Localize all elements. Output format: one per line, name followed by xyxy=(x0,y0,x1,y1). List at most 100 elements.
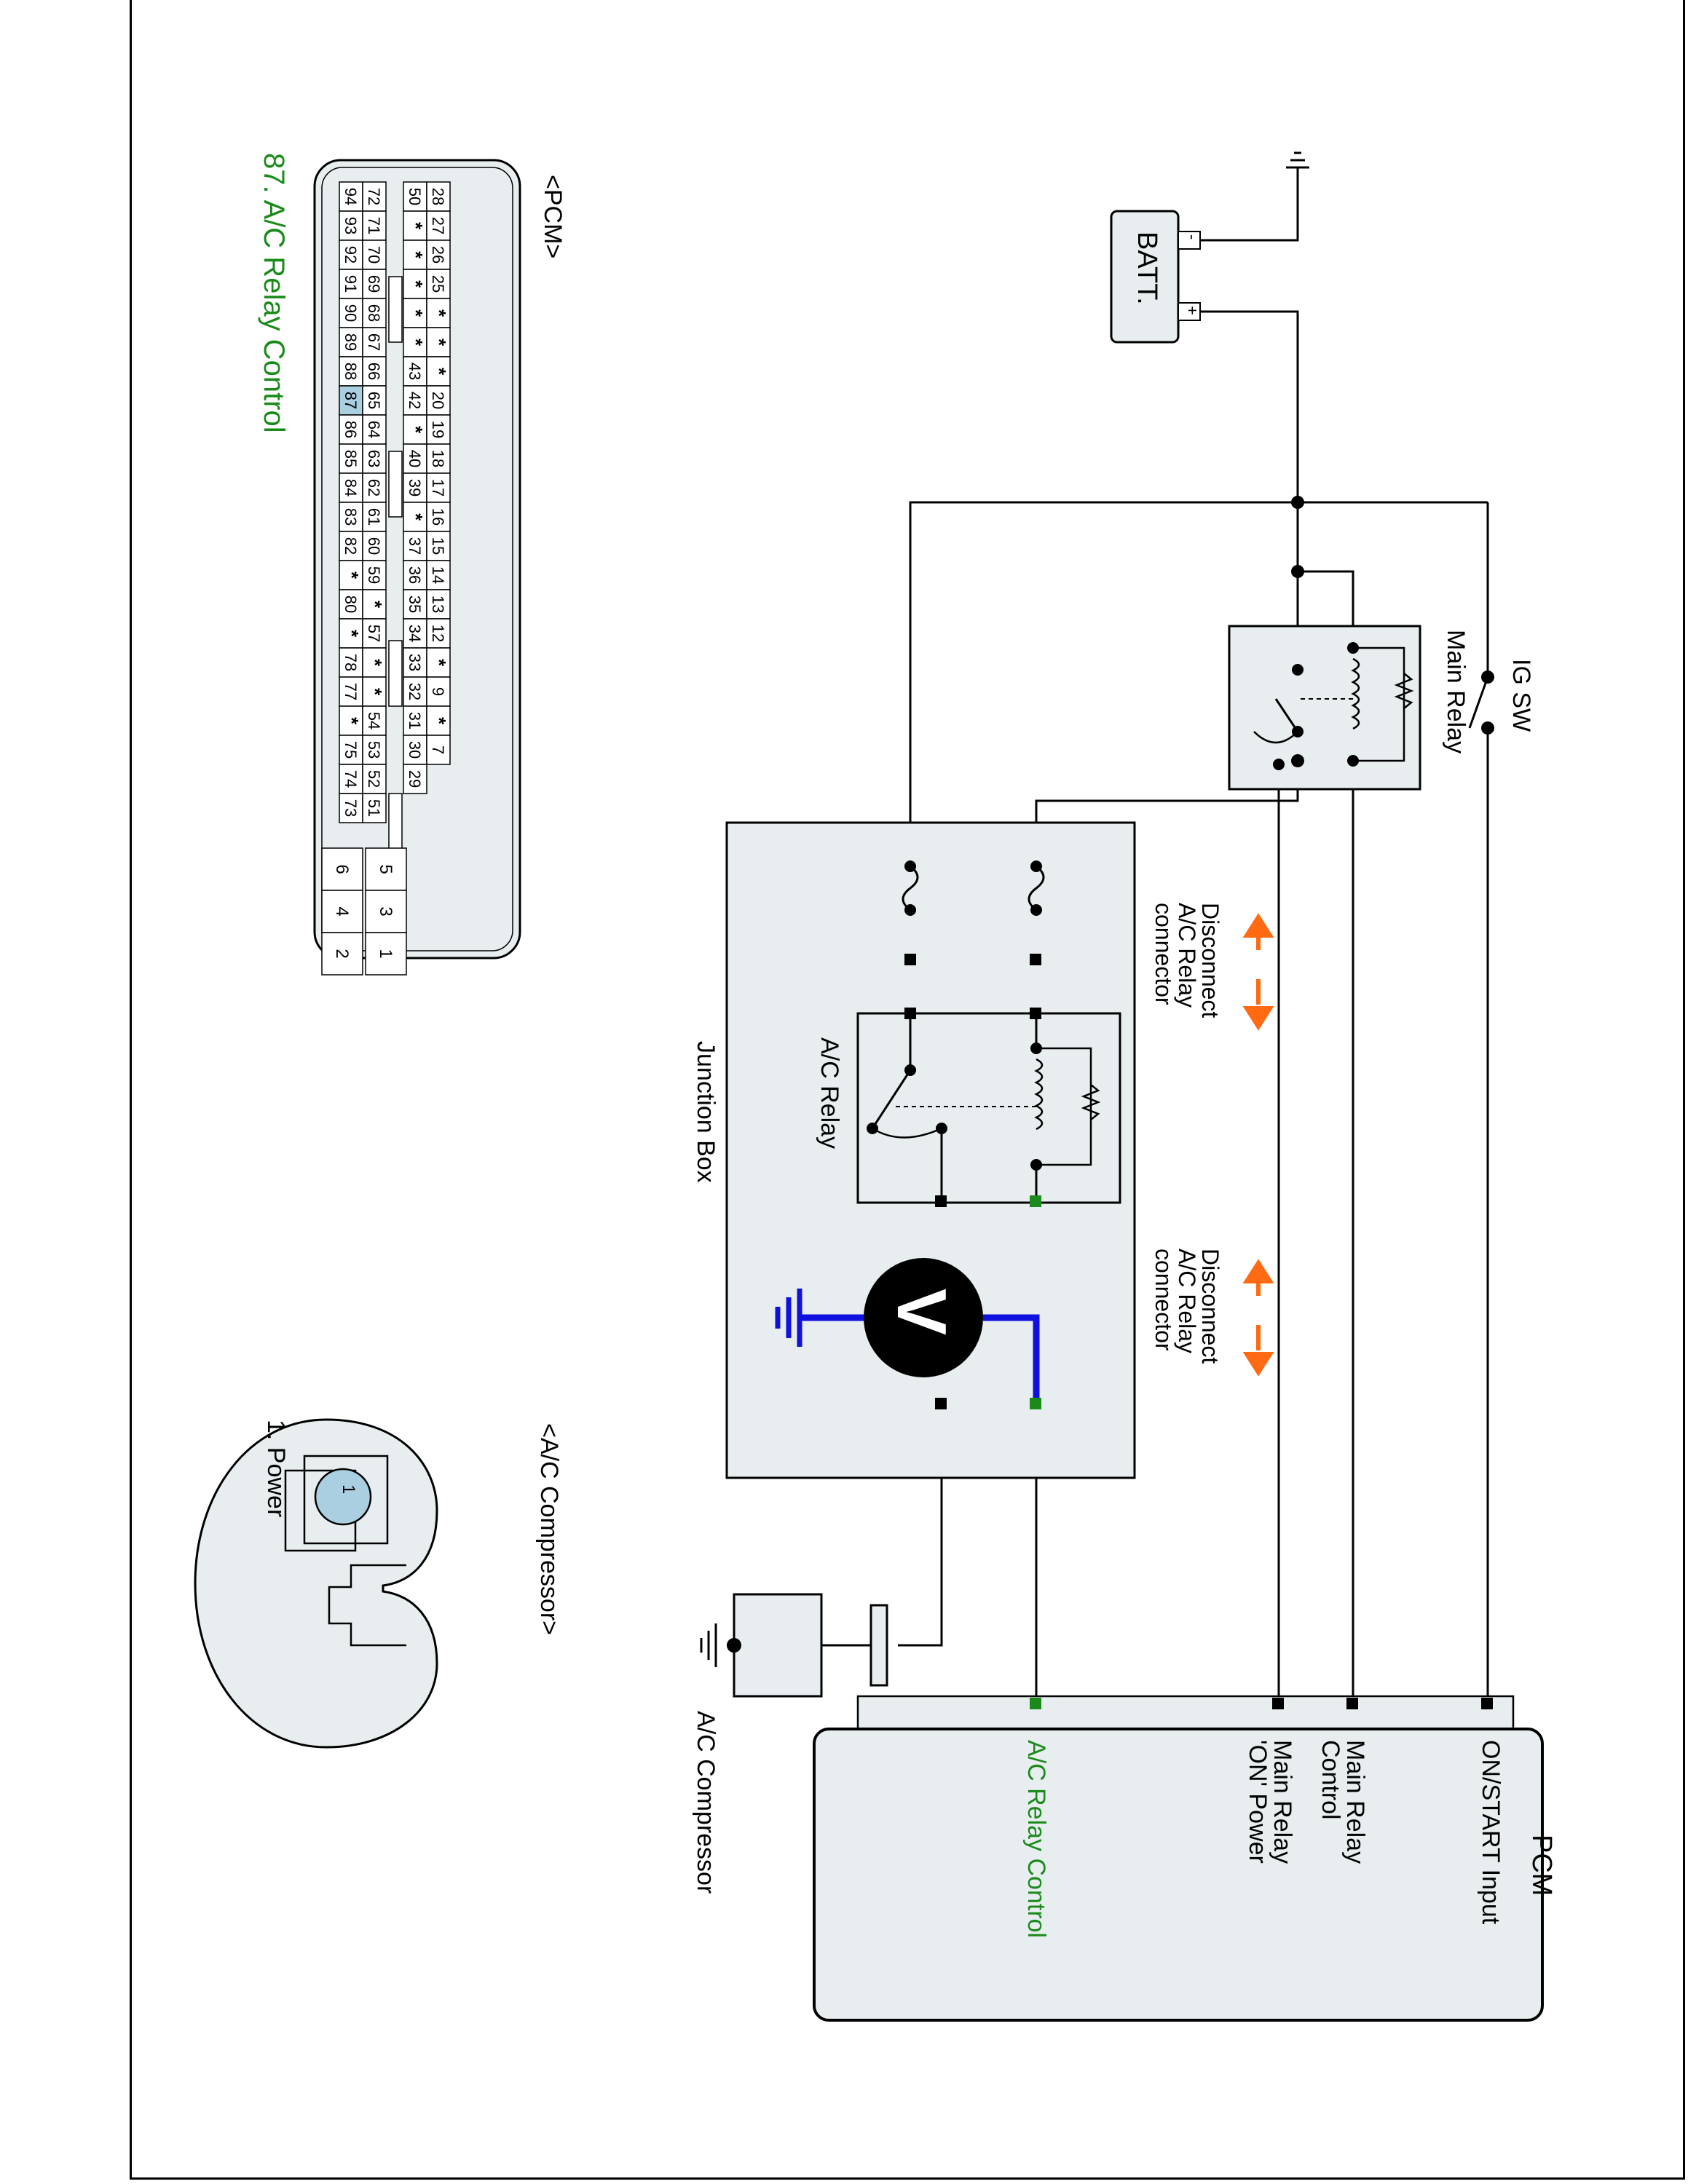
fuse-node xyxy=(1030,904,1042,916)
junction-dot xyxy=(1291,565,1304,578)
pcm-pin-label: * xyxy=(405,426,427,434)
pcm-pin-3-line-1: Main Relay xyxy=(1269,1740,1296,1864)
disconnect-1-line-2: A/C Relay xyxy=(1174,903,1200,1008)
pcm-pin-label: * xyxy=(405,309,427,317)
pcm-pin-label: 39 xyxy=(406,479,424,496)
jb-output-pin xyxy=(935,1398,947,1409)
pcm-pin-label: 7 xyxy=(429,745,447,754)
main-relay-on-power-wire xyxy=(1277,759,1298,1704)
pcm-pin-label: 80 xyxy=(342,596,360,613)
compressor-connector-housing xyxy=(194,1418,438,1749)
ac-relay-box xyxy=(856,1012,1121,1204)
arrow-head xyxy=(1242,913,1274,938)
pcm-pin-label: 83 xyxy=(342,508,360,526)
junction-box-label: Junction Box xyxy=(692,1041,719,1183)
arrow-head xyxy=(1242,1006,1274,1031)
pcm-pin-label: 15 xyxy=(429,537,447,555)
pcm-pin-label: * xyxy=(364,601,386,609)
pcm-pin-3-line-2: 'ON' Power xyxy=(1244,1740,1271,1864)
pcm-aux-pin-label: 5 xyxy=(376,864,395,874)
pcm-pin-label: 33 xyxy=(406,654,424,671)
pcm-connector-strip xyxy=(856,1695,1515,1734)
pcm-pin-label: 70 xyxy=(365,246,383,264)
pcm-connector-caption: 87. A/C Relay Control xyxy=(258,153,290,433)
fuse-node xyxy=(904,904,916,916)
pcm-pin-label: 35 xyxy=(406,596,424,613)
pcm-pin-label: 66 xyxy=(365,363,383,380)
pcm-pin-label: * xyxy=(405,513,427,521)
pcm-pin-label: 50 xyxy=(406,188,424,205)
ac-relay-contact xyxy=(871,1069,912,1129)
battery-body xyxy=(1110,210,1180,344)
pcm-connector-inner xyxy=(321,167,513,951)
pcm-pin-label: 60 xyxy=(365,537,383,555)
battery-label: BATT. xyxy=(1132,232,1162,305)
pcm-connector-title: <PCM> xyxy=(539,175,567,259)
pcm-aux-pin-label: 2 xyxy=(332,949,352,958)
pcm-pin-label: 68 xyxy=(365,304,383,322)
compressor-connector-caption: 1. Power xyxy=(262,1420,290,1518)
junction-dots xyxy=(1291,496,1304,767)
pcm-box xyxy=(813,1728,1544,2022)
pcm-pin-label: * xyxy=(341,630,363,638)
pcm-box-title: PCM xyxy=(1526,1835,1557,1896)
fuse-node xyxy=(1030,860,1042,872)
disconnect-1-line-3: connector xyxy=(1151,903,1177,1005)
ac-relay-resistor-loop xyxy=(1036,1047,1092,1166)
ac-relay-arc xyxy=(872,1127,942,1139)
pcm-pin-label: 71 xyxy=(365,217,383,234)
pcm-connector-key xyxy=(388,451,403,518)
relay-node xyxy=(1273,759,1285,770)
arrow-head xyxy=(1242,1352,1274,1377)
pcm-pin-label: * xyxy=(405,339,427,347)
pcm-pin-label: * xyxy=(364,659,386,667)
compressor-pin-1 xyxy=(314,1468,372,1526)
ig-switch xyxy=(1468,670,1494,735)
fuse-2 xyxy=(1028,865,1045,911)
ac-relay-coil xyxy=(1034,1058,1044,1131)
pcm-pin-label: 64 xyxy=(365,421,383,438)
pcm-pin-label: * xyxy=(428,659,450,667)
pcm-pin-label: 16 xyxy=(429,508,447,526)
pcm-pin-label: 25 xyxy=(429,275,447,293)
main-relay-coil xyxy=(1351,657,1360,730)
pcm-pin-label: * xyxy=(341,717,363,725)
pcm-pin-grid: 94939291908988878685848382*80*7877*75747… xyxy=(339,181,451,860)
pcm-pin-label: 77 xyxy=(342,683,360,700)
pcm-pin-label: * xyxy=(428,339,450,347)
pcm-pin-label: 36 xyxy=(406,566,424,584)
pcm-pin-label: 78 xyxy=(342,654,360,671)
pcm-pin-label: * xyxy=(405,222,427,230)
pcm-pin-label: 87 xyxy=(342,392,360,409)
disconnect-2-line-1: Disconnect xyxy=(1197,1249,1223,1364)
pcm-pin-label: 61 xyxy=(365,508,383,526)
pcm-pin-label: 27 xyxy=(429,217,447,234)
pcm-pin-label: * xyxy=(405,251,427,259)
pcm-pin-label: 17 xyxy=(429,479,447,496)
compressor-connector-title: <A/C Compressor> xyxy=(535,1423,563,1635)
pcm-pin-cell xyxy=(362,793,387,823)
pcm-aux-pin-label: 1 xyxy=(376,949,395,958)
pcm-pin-cell xyxy=(426,735,451,765)
pcm-aux-pin-cell xyxy=(321,932,363,976)
igsw-contact-b xyxy=(1481,721,1494,735)
pcm-pin-label: 59 xyxy=(365,566,383,584)
compressor-connector xyxy=(194,1418,438,1749)
pcm-module xyxy=(813,1695,1544,2022)
pcm-pin-label: 69 xyxy=(365,275,383,293)
pcm-pin-2-line-2: Control xyxy=(1317,1740,1344,1820)
pcm-pin xyxy=(1481,1698,1493,1709)
compressor-ground-node xyxy=(727,1638,741,1653)
disconnect-arrows xyxy=(1242,913,1274,1377)
pcm-pin-label: 32 xyxy=(406,683,424,700)
arrow-head xyxy=(1242,1259,1274,1283)
pcm-aux-pin-label: 6 xyxy=(332,864,352,874)
pcm-pin-label: 26 xyxy=(429,246,447,264)
pcm-pin-label: * xyxy=(428,717,450,725)
pcm-pin-label: 40 xyxy=(406,450,424,467)
pcm-aux-pin-cell xyxy=(365,932,407,976)
pcm-pin-label: 62 xyxy=(365,479,383,496)
pcm-pin-label: * xyxy=(428,309,450,317)
